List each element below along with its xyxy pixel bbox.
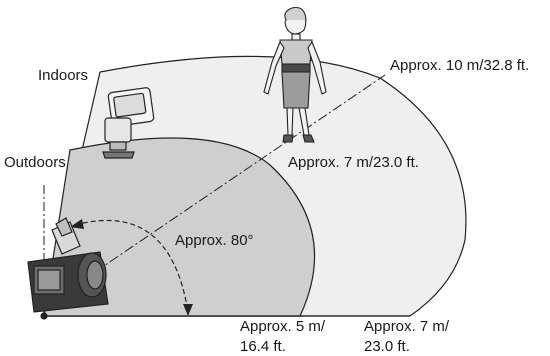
inner-distance-label-line1: Approx. 5 m/ [240, 318, 326, 335]
angle-label: Approx. 80° [175, 232, 254, 249]
outer-range-label: Approx. 10 m/32.8 ft. [390, 57, 529, 74]
indoors-label: Indoors [38, 67, 88, 84]
outer-distance-label-line1: Approx. 7 m/ [364, 318, 450, 335]
angle-arrow-head [183, 304, 193, 316]
angle-arrow-tail [70, 219, 84, 229]
inner-distance-label-line2: 16.4 ft. [240, 338, 286, 355]
speedlite-flash-icon [102, 87, 155, 159]
dslr-camera-icon [27, 217, 109, 320]
outer-distance-label-line2: 23.0 ft. [364, 338, 410, 355]
mid-range-label: Approx. 7 m/23.0 ft. [288, 154, 419, 171]
outdoor-zone [43, 137, 316, 317]
standing-woman-figure [263, 6, 327, 143]
flash-axis-line [94, 74, 386, 273]
outdoors-label: Outdoors [4, 154, 66, 171]
